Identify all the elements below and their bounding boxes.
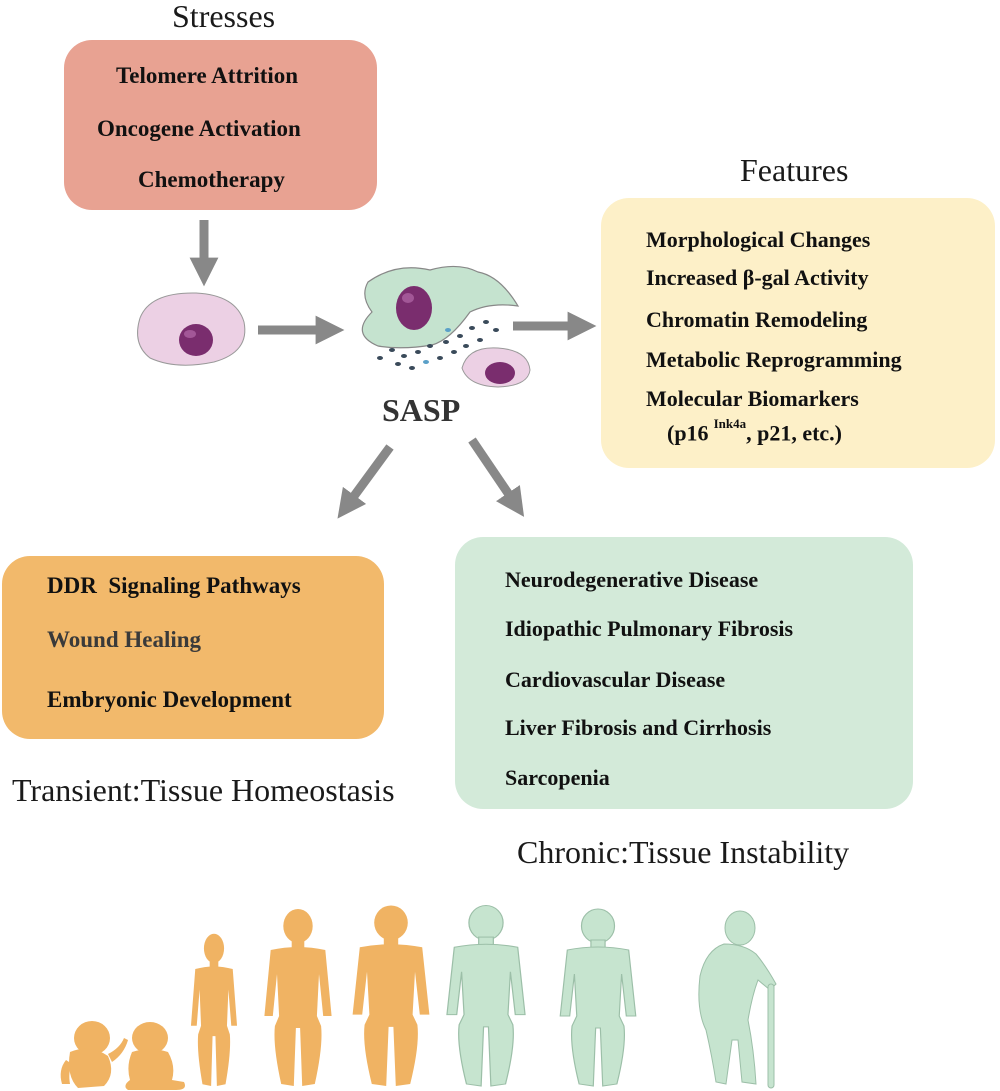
chronic-box: Neurodegenerative Disease Idiopathic Pul… [455, 537, 913, 809]
middle-aged-figure [446, 904, 526, 1087]
transient-heading: Transient:Tissue Homeostasis [12, 772, 395, 808]
stress-telomere-attrition: Telomere Attrition [116, 63, 299, 88]
transient-box: DDR Signaling Pathways Wound Healing Emb… [2, 556, 384, 739]
normal-cell [137, 292, 246, 366]
feature-morphological-changes: Morphological Changes [646, 227, 871, 252]
sasp-label: SASP [382, 392, 461, 428]
transient-embryonic-development: Embryonic Development [47, 687, 292, 712]
chronic-heading: Chronic:Tissue Instability [517, 834, 850, 870]
feature-beta-gal-activity: Increased β-gal Activity [646, 265, 869, 290]
adult-figure [352, 905, 430, 1086]
features-heading: Features [740, 152, 849, 188]
older-adult-figure [559, 908, 637, 1087]
biomarker-prefix: (p16 [667, 420, 709, 446]
transient-ddr-signaling: DDR Signaling Pathways [47, 573, 301, 598]
chronic-sarcopenia: Sarcopenia [505, 765, 610, 790]
feature-metabolic-reprogramming: Metabolic Reprogramming [646, 347, 902, 372]
features-box: Morphological Changes Increased β-gal Ac… [601, 198, 995, 468]
chronic-neurodegenerative: Neurodegenerative Disease [505, 567, 759, 592]
chronic-liver-fibrosis: Liver Fibrosis and Cirrhosis [505, 715, 772, 740]
stresses-heading: Stresses [172, 0, 276, 34]
biomarker-superscript: Ink4a [713, 416, 747, 431]
toddler-figure [125, 1022, 185, 1090]
young-adult-figure [264, 909, 332, 1086]
infant-figure [60, 1021, 128, 1088]
transient-wound-healing: Wound Healing [47, 627, 202, 652]
chronic-cardiovascular: Cardiovascular Disease [505, 667, 726, 692]
life-stages [60, 904, 777, 1090]
feature-chromatin-remodeling: Chromatin Remodeling [646, 307, 868, 332]
senescent-cell [361, 265, 520, 349]
arrow-sasp-to-transient [337, 444, 394, 519]
stress-oncogene-activation: Oncogene Activation [97, 116, 301, 141]
biomarker-suffix: , p21, etc.) [746, 420, 843, 446]
feature-molecular-biomarkers: Molecular Biomarkers [646, 386, 859, 411]
elderly-figure [698, 910, 777, 1089]
stresses-box: Telomere Attrition Oncogene Activation C… [64, 40, 377, 210]
arrow-sasp-to-chronic [468, 437, 525, 517]
stress-chemotherapy: Chemotherapy [138, 167, 285, 192]
neighbor-cell [461, 347, 531, 388]
sasp-secreted-factors [377, 320, 499, 370]
feature-biomarker-detail: (p16 Ink4a, p21, etc.) [667, 416, 843, 446]
chronic-pulmonary-fibrosis: Idiopathic Pulmonary Fibrosis [505, 616, 794, 641]
child-figure [190, 933, 238, 1086]
